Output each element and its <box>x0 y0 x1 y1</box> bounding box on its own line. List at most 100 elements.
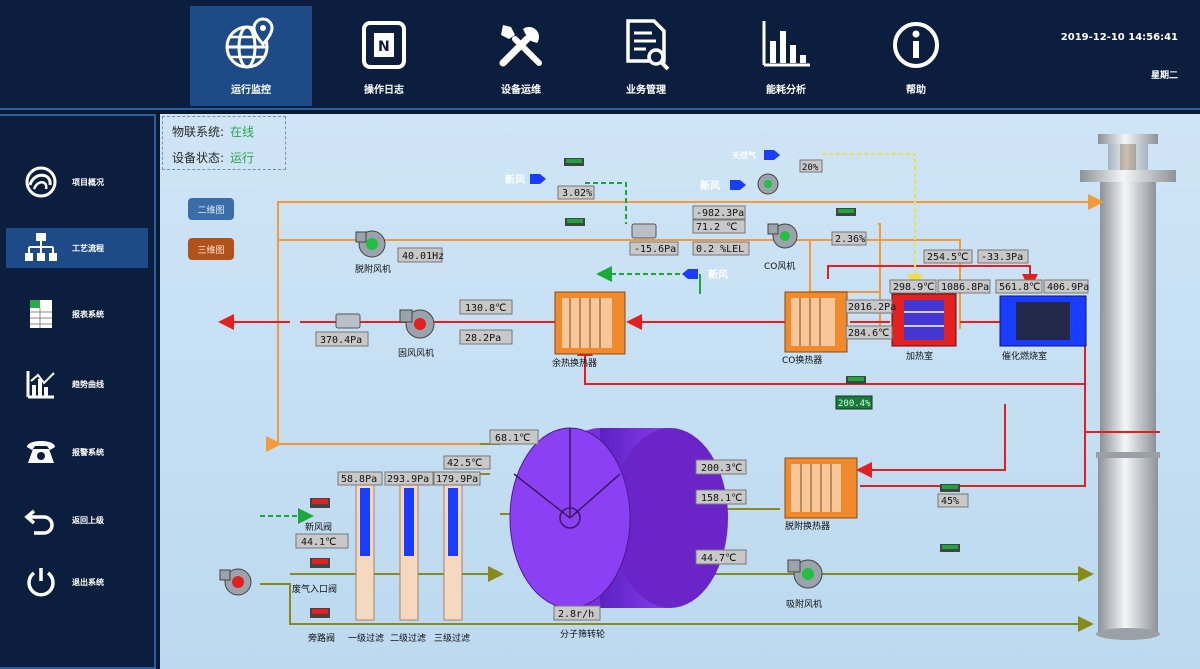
fresh-air-label: 新风 <box>505 173 525 186</box>
iot-status-value: 在线 <box>230 125 255 139</box>
process-diagram: 新风 新风 新风 天然气 脱附风机 固风风机 <box>218 134 1176 644</box>
nav-run-monitor[interactable]: 运行监控 <box>190 6 312 106</box>
svg-text:284.6℃: 284.6℃ <box>848 328 889 339</box>
log-book-icon: N <box>362 20 406 69</box>
device-status: 设备状态:运行 <box>172 149 254 166</box>
fresh-air-valve-label: 新风阀 <box>305 521 332 533</box>
svg-text:130.8℃: 130.8℃ <box>465 303 506 314</box>
trend-chart-icon <box>26 371 55 399</box>
svg-text:2016.2Pa: 2016.2Pa <box>848 302 896 313</box>
sidebar-item-label: 返回上级 <box>72 515 104 525</box>
nav-label: 帮助 <box>906 84 926 96</box>
sidebar-item-label: 退出系统 <box>72 577 104 587</box>
readout-desorption-valve: 45% <box>937 493 969 508</box>
iot-status: 物联系统: 在线 <box>172 123 254 140</box>
globe-pin-icon <box>225 16 274 68</box>
sidebar-item-project-overview[interactable]: 项目概况 <box>6 162 148 202</box>
svg-text:加热室: 加热室 <box>906 350 933 362</box>
svg-text:158.1℃: 158.1℃ <box>701 493 742 504</box>
readout-fresh-valve: 3.02% <box>557 185 595 200</box>
bar-chart-icon <box>762 20 810 66</box>
left-sidebar: 项目概况 工艺流程 <box>0 114 156 669</box>
filter-stage-2: 二级过滤 <box>390 483 426 644</box>
sidebar-item-label: 报警系统 <box>72 447 104 457</box>
top-navigation-bar: 运行监控 N 操作日志 设备运维 <box>0 0 1200 110</box>
svg-text:45%: 45% <box>941 496 959 507</box>
power-icon <box>27 568 55 597</box>
svg-text:42.5℃: 42.5℃ <box>447 458 482 469</box>
readout-return-temp: 68.1℃ <box>489 429 539 445</box>
readout-co-exchanger-temp: 284.6℃ <box>845 325 893 340</box>
inlet-valve-label: 废气入口阀 <box>292 583 337 595</box>
catalytic-combustion-chamber: 催化燃烧室 <box>999 295 1087 362</box>
nav-energy-analysis[interactable]: 能耗分析 <box>725 6 847 106</box>
readout-heat-in-temp: 254.5℃ <box>923 249 973 264</box>
status-panel: 物联系统: 在线 设备状态:运行 <box>162 116 286 170</box>
svg-text:催化燃烧室: 催化燃烧室 <box>1002 350 1047 362</box>
molecular-sieve-rotor: 分子筛转轮 <box>509 427 728 640</box>
sidebar-item-label: 项目概况 <box>72 177 104 187</box>
readout-filter2-pressure: 293.9Pa <box>384 471 434 486</box>
fresh-air-arrow-icon <box>730 180 746 190</box>
sidebar-item-go-back[interactable]: 返回上级 <box>6 500 148 540</box>
svg-text:余热换热器: 余热换热器 <box>552 357 597 369</box>
desorption-heat-exchanger: 脱附换热器 <box>784 457 858 532</box>
current-weekday: 星期二 <box>1150 71 1178 81</box>
nav-device-maintenance[interactable]: 设备运维 <box>460 6 582 106</box>
view-3d-button[interactable]: 三维图 <box>188 238 234 260</box>
sidebar-item-process-flow[interactable]: 工艺流程 <box>6 228 148 268</box>
svg-text:44.1℃: 44.1℃ <box>301 537 336 548</box>
readout-co-valve: 2.36% <box>831 231 867 246</box>
co-exchanger: CO换热器 <box>782 291 848 366</box>
nav-business-management[interactable]: 业务管理 <box>585 6 707 106</box>
svg-text:58.8Pa: 58.8Pa <box>341 474 377 485</box>
svg-text:0.2 %LEL: 0.2 %LEL <box>696 244 744 255</box>
iot-status-label: 物联系统: <box>172 125 225 139</box>
svg-text:561.8℃: 561.8℃ <box>999 282 1040 293</box>
svg-text:1086.8Pa: 1086.8Pa <box>941 282 989 293</box>
svg-text:68.1℃: 68.1℃ <box>495 433 530 444</box>
sidebar-item-label: 趋势曲线 <box>72 379 104 389</box>
co-fan: CO风机 <box>764 223 798 272</box>
nav-operation-log[interactable]: N 操作日志 <box>323 6 445 106</box>
readout-waste-pressure: 28.2Pa <box>459 329 513 345</box>
org-chart-icon <box>25 233 57 261</box>
natural-gas-label: 天然气 <box>732 150 756 160</box>
filter-stage-3: 三级过滤 <box>434 483 470 644</box>
svg-text:406.9Pa: 406.9Pa <box>1047 282 1089 293</box>
nav-help[interactable]: 帮助 <box>855 6 977 106</box>
desorption-fan: 脱附风机 <box>355 230 391 275</box>
svg-text:N: N <box>378 39 390 55</box>
bypass-valve-label: 旁路阀 <box>308 632 335 644</box>
svg-text:3.02%: 3.02% <box>562 188 592 199</box>
svg-text:44.7℃: 44.7℃ <box>701 553 736 564</box>
svg-text:200.4%: 200.4% <box>838 399 871 409</box>
chimney-cap <box>1098 134 1158 144</box>
sidebar-item-exit-system[interactable]: 退出系统 <box>6 562 148 602</box>
readout-catalytic-pressure: 406.9Pa <box>1043 279 1089 294</box>
svg-text:293.9Pa: 293.9Pa <box>387 474 429 485</box>
svg-text:脱附风机: 脱附风机 <box>355 263 391 275</box>
sidebar-item-report-system[interactable]: 报表系统 <box>6 294 148 334</box>
svg-text:CO风机: CO风机 <box>764 260 795 272</box>
tools-icon <box>499 24 542 66</box>
svg-text:71.2 ℃: 71.2 ℃ <box>696 222 737 233</box>
fresh-air-arrow-icon <box>682 269 698 279</box>
chimney-stack <box>1100 182 1156 452</box>
readout-heating-temp: 298.9℃ <box>889 279 937 294</box>
svg-text:一级过滤: 一级过滤 <box>348 632 384 644</box>
inlet-fan <box>219 568 252 596</box>
svg-text:-982.3Pa: -982.3Pa <box>696 208 744 219</box>
readout-waste-temp: 130.8℃ <box>459 299 513 315</box>
device-status-value: 运行 <box>230 151 255 165</box>
back-arrow-icon <box>24 509 54 535</box>
current-datetime: 2019-12-10 14:56:41 <box>1060 32 1178 43</box>
svg-text:28.2Pa: 28.2Pa <box>465 333 501 344</box>
svg-text:370.4Pa: 370.4Pa <box>320 335 362 346</box>
sidebar-item-alarm-system[interactable]: 报警系统 <box>6 432 148 472</box>
readout-desorption-in-temp: 158.1℃ <box>695 489 747 505</box>
document-search-icon <box>626 18 670 70</box>
view-2d-button[interactable]: 二维图 <box>188 198 234 220</box>
sidebar-item-trend-curve[interactable]: 趋势曲线 <box>6 364 148 404</box>
readout-pressure-2: -15.6Pa <box>629 241 679 256</box>
